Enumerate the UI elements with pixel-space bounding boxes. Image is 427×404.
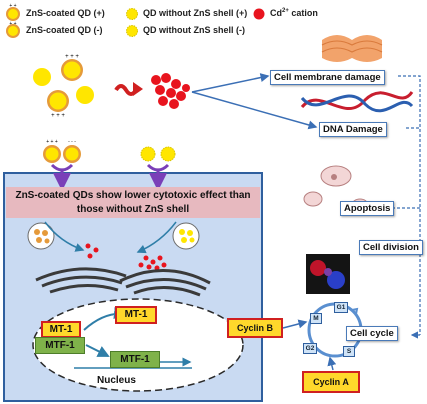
svg-text:+ + +: + + + <box>65 54 79 60</box>
legend-zns-positive: ZnS-coated QD (+) <box>26 8 105 18</box>
svg-text:+ + +: + + + <box>46 139 58 145</box>
phase-m: M <box>310 313 322 324</box>
qd-cluster: + + + + + + <box>33 54 94 119</box>
dna-damage-label: DNA Damage <box>319 122 387 137</box>
dna-illustration <box>300 91 414 113</box>
legend-bare-positive: QD without ZnS shell (+) <box>143 8 248 18</box>
mtf1-gene-box: MTF-1 <box>35 337 85 354</box>
nucleus-label: Nucleus <box>97 375 136 386</box>
cyclin-b-box: Cyclin B <box>227 318 283 338</box>
zns-comparison-banner: ZnS-coated QDs show lower cytotoxic effe… <box>6 187 260 218</box>
svg-text:- - -: - - - <box>68 139 76 145</box>
cell-membrane-damage-label: Cell membrane damage <box>270 70 385 85</box>
legend-cd-cation: Cd2+ cation <box>270 8 318 18</box>
svg-text:+ +: + + <box>9 21 16 27</box>
cell-cycle-label: Cell cycle <box>346 326 398 341</box>
bare-qd-positive-icon <box>126 8 138 20</box>
mt1-gene-box: MT-1 <box>41 321 81 338</box>
membrane-illustration <box>321 35 383 62</box>
zns-qd-entering: + + + - - - <box>43 139 81 191</box>
apoptosis-label: Apoptosis <box>340 201 395 216</box>
cell-division-label: Cell division <box>359 240 423 255</box>
legend-icons: + + + + <box>6 3 265 38</box>
phase-g1: G1 <box>334 302 348 313</box>
endosome-zns <box>27 222 55 250</box>
cyclin-a-box: Cyclin A <box>302 371 360 393</box>
bare-qd-negative-icon <box>126 25 138 37</box>
cell-division-image <box>306 254 350 294</box>
zns-qd-positive-icon: + + + + <box>6 3 20 27</box>
organelle-stacks <box>35 267 211 297</box>
cd-release-many <box>138 255 167 271</box>
phase-g2: G2 <box>303 343 317 354</box>
bare-qd-entering <box>140 146 176 191</box>
mtf1-bound-box: MTF-1 <box>110 351 160 368</box>
legend-bare-negative: QD without ZnS shell (-) <box>143 25 245 35</box>
legend-zns-negative: ZnS-coated QD (-) <box>26 25 103 35</box>
cd-release-few <box>85 243 99 259</box>
svg-text:+ + +: + + + <box>51 113 65 119</box>
cd-cluster <box>151 73 190 109</box>
endosome-bare <box>172 222 200 250</box>
phase-s: S <box>343 346 355 357</box>
svg-text:+ +: + + <box>9 3 16 9</box>
mt1-protein-box: MT-1 <box>115 306 157 324</box>
cd-cation-icon <box>253 8 265 20</box>
zns-qd-negative-icon <box>6 24 20 38</box>
